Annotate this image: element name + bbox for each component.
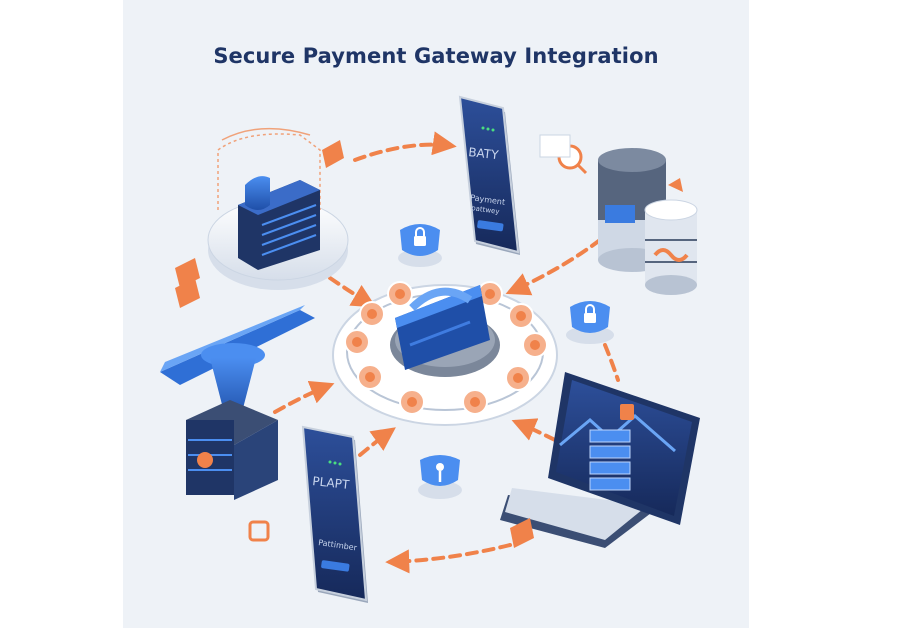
- phone-top: BATY Payment pattwey: [458, 95, 520, 255]
- phone-bottom-heading: PLAPT: [312, 474, 351, 492]
- lock-badge-right: [566, 301, 614, 344]
- shield-icon: [245, 176, 270, 210]
- server-icon: [605, 205, 635, 223]
- server-icon: [197, 452, 213, 468]
- laptop: [500, 372, 700, 548]
- lock-icon: [414, 227, 426, 246]
- phone-bottom-button: [321, 560, 350, 572]
- chain-link: [653, 248, 689, 262]
- turret-server: [160, 305, 315, 500]
- card-icon: [395, 285, 490, 370]
- phone-top-line2: pattwey: [471, 204, 500, 216]
- phone-top-heading: BATY: [468, 145, 500, 162]
- phone-top-button: [477, 220, 504, 232]
- arrow-laptop-to-phone: [385, 543, 512, 574]
- database-cluster: [539, 134, 698, 295]
- key-badge: [418, 455, 462, 499]
- arrow-server-to-hub: [328, 276, 377, 308]
- central-hub: [332, 281, 558, 426]
- arrow-laptop-to-hub: [511, 418, 557, 442]
- arrow-phone-to-hub: [358, 427, 396, 457]
- diagram-title: Secure Payment Gateway Integration: [213, 44, 659, 68]
- secure-server: [207, 127, 349, 290]
- decorative-chevrons: [175, 140, 683, 548]
- arrow-lock-to-laptop: [603, 343, 620, 382]
- server-icon: [589, 429, 631, 491]
- lock-icon: [584, 304, 596, 323]
- lock-badge-top: [398, 224, 442, 267]
- arrow-db-to-hub: [505, 238, 602, 296]
- arrow-server-to-phone: [353, 131, 457, 162]
- phone-bottom: PLAPT Pattimber: [301, 425, 368, 603]
- key-icon: [436, 463, 444, 482]
- connector-arrows: [273, 131, 620, 574]
- arrow-turret-to-hub: [273, 380, 335, 414]
